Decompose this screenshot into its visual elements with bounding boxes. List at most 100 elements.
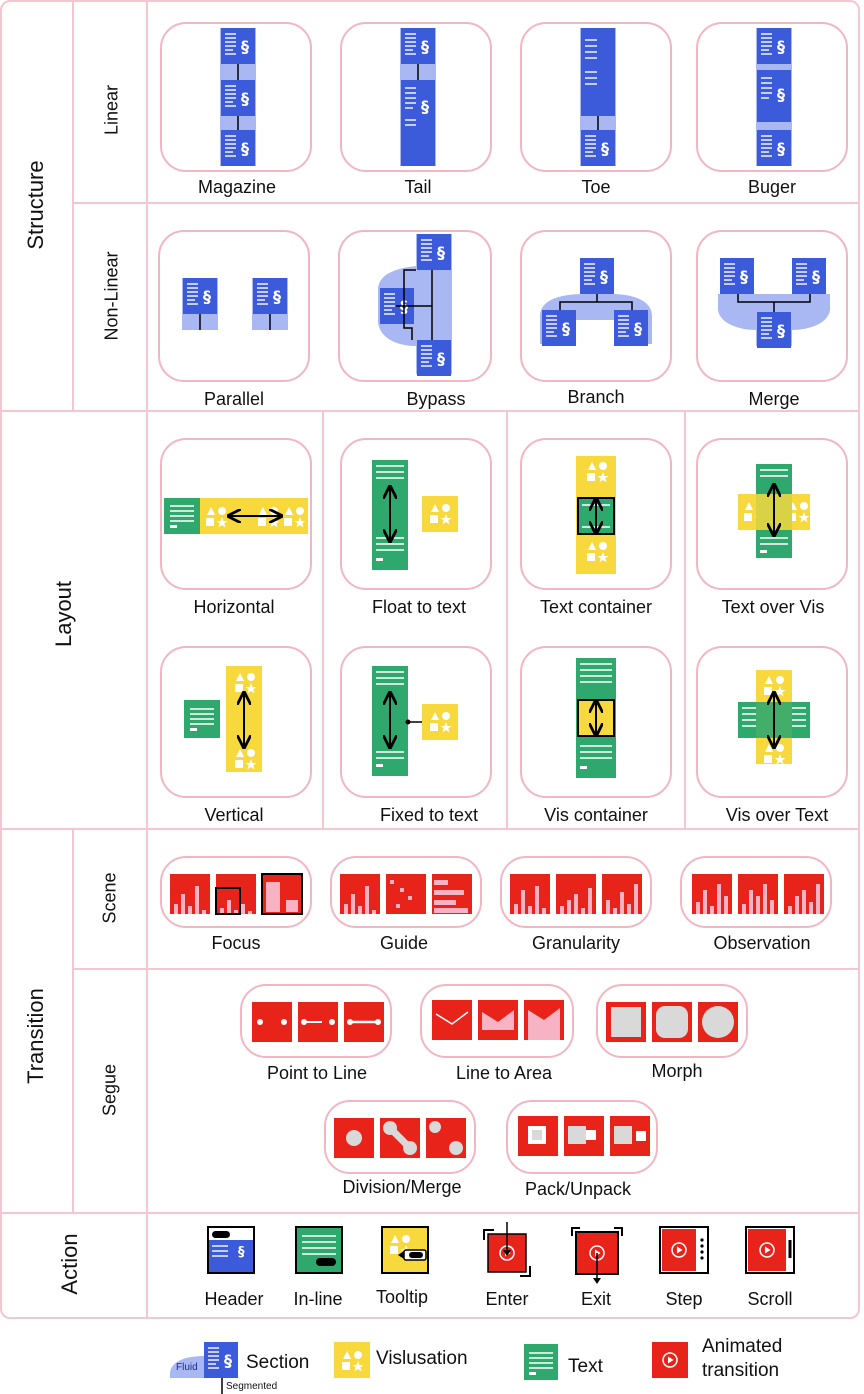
header-action-icon: § <box>207 1226 255 1274</box>
granularity-tile-bar <box>535 886 539 914</box>
label-focus: Focus <box>211 933 261 953</box>
legend-fluid-label: Fluid <box>176 1362 198 1373</box>
branch-icon <box>540 257 652 347</box>
label-vis-over-text: Vis over Text <box>725 805 829 825</box>
label-fixed-to-text: Fixed to text <box>379 805 479 825</box>
observation-tile-bar <box>770 900 774 914</box>
svg-text:§: § <box>238 1245 245 1260</box>
granularity-tile-bar <box>574 894 578 914</box>
observation-tile-bar <box>703 890 707 914</box>
focus-tile-bar <box>195 886 199 914</box>
grid-divider <box>506 410 508 828</box>
svg-text:§: § <box>421 97 429 116</box>
observation-tile-bar <box>795 896 799 914</box>
label-parallel: Parallel <box>203 389 265 409</box>
legend-vis-icon <box>334 1342 370 1378</box>
label-division-merge: Division/Merge <box>342 1177 462 1197</box>
label-tail: Tail <box>404 177 432 197</box>
observation-tile-bar <box>724 896 728 914</box>
label-scroll: Scroll <box>747 1289 793 1309</box>
legend-animated-icon <box>652 1342 688 1378</box>
granularity-tile-bar <box>634 884 638 914</box>
grid-divider <box>146 0 148 1319</box>
legend-text-label: Text <box>568 1356 603 1377</box>
scroll-action-icon <box>745 1226 795 1274</box>
inline-action-icon <box>295 1226 343 1274</box>
label-enter: Enter <box>485 1289 529 1309</box>
granularity-tile-bar <box>521 890 525 914</box>
focus-tile-bar <box>181 894 185 914</box>
magazine-icon <box>220 27 256 167</box>
focus-frame <box>215 887 241 915</box>
focus-tile-bar <box>266 882 280 912</box>
focus-tile-bar <box>248 911 252 914</box>
label-branch: Branch <box>567 387 625 407</box>
grid-divider <box>72 202 860 204</box>
text-container-icon <box>576 456 616 574</box>
observation-tile-bar <box>763 884 767 914</box>
grid-divider <box>72 0 74 410</box>
exit-action-icon <box>571 1227 623 1284</box>
buger-icon: § <box>756 27 792 167</box>
label-granularity: Granularity <box>531 933 621 953</box>
label-float-to-text: Float to text <box>371 597 467 617</box>
observation-tile-bar <box>710 906 714 914</box>
observation-tile-bar <box>816 884 820 914</box>
focus-tile-bar <box>234 910 238 914</box>
legend-section-label: Section <box>246 1352 310 1373</box>
label-buger: Buger <box>747 177 797 197</box>
label-line-to-area: Line to Area <box>455 1063 553 1083</box>
focus-tile-bar <box>241 904 245 914</box>
guide-tile-bar <box>351 894 355 914</box>
merge-icon <box>718 257 830 349</box>
granularity-tile-bar <box>560 906 564 914</box>
label-vis-container: Vis container <box>544 805 648 825</box>
granularity-tile-bar <box>613 908 617 914</box>
focus-tile-bar <box>174 904 178 914</box>
parallel-icon <box>182 277 288 330</box>
vis-over-text-icon <box>738 670 810 765</box>
legend-vis-label: Vislusation <box>376 1348 468 1369</box>
morph-icon <box>606 1002 738 1042</box>
guide-hbar <box>434 908 468 913</box>
grid-divider <box>0 828 860 830</box>
guide-point <box>408 896 412 900</box>
observation-tile-bar <box>742 904 746 914</box>
guide-hbar <box>434 900 456 905</box>
horizontal-layout-icon <box>164 498 308 534</box>
text-over-vis-icon <box>738 464 810 558</box>
observation-tile-bar <box>696 902 700 914</box>
observation-tile-bar <box>788 906 792 914</box>
pack-unpack-icon <box>518 1116 650 1156</box>
grid-divider <box>322 410 324 828</box>
label-toe: Toe <box>581 177 611 197</box>
focus-tile-bar <box>227 900 231 914</box>
granularity-tile-bar <box>606 900 610 914</box>
step-action-icon <box>659 1226 709 1274</box>
label-magazine: Magazine <box>197 177 277 197</box>
label-tooltip: Tooltip <box>375 1287 429 1307</box>
grid-divider <box>684 410 686 828</box>
observation-tile-bar <box>802 890 806 914</box>
guide-tile-bar <box>365 886 369 914</box>
grid-frame <box>0 0 860 1319</box>
granularity-tile-bar <box>542 908 546 914</box>
label-in-line: In-line <box>293 1289 343 1309</box>
label-pack-unpack: Pack/Unpack <box>524 1179 632 1199</box>
granularity-tile-bar <box>528 906 532 914</box>
label-exit: Exit <box>580 1289 612 1309</box>
guide-tile-bar <box>344 904 348 914</box>
fixed-to-text-icon <box>372 666 458 776</box>
legend-text-icon <box>524 1344 558 1380</box>
label-vertical: Vertical <box>204 805 264 825</box>
focus-tile-bar <box>286 900 298 912</box>
svg-text:§: § <box>777 85 785 104</box>
vertical-layout-icon <box>184 666 262 772</box>
guide-hbar <box>434 880 448 885</box>
line-to-area-icon <box>432 1000 564 1040</box>
legend-section-icon <box>170 1341 239 1394</box>
grid-divider <box>72 828 74 1214</box>
label-point-to-line: Point to Line <box>266 1063 368 1083</box>
legend-segmented-label: Segmented <box>226 1381 278 1392</box>
grid-divider <box>72 968 860 970</box>
